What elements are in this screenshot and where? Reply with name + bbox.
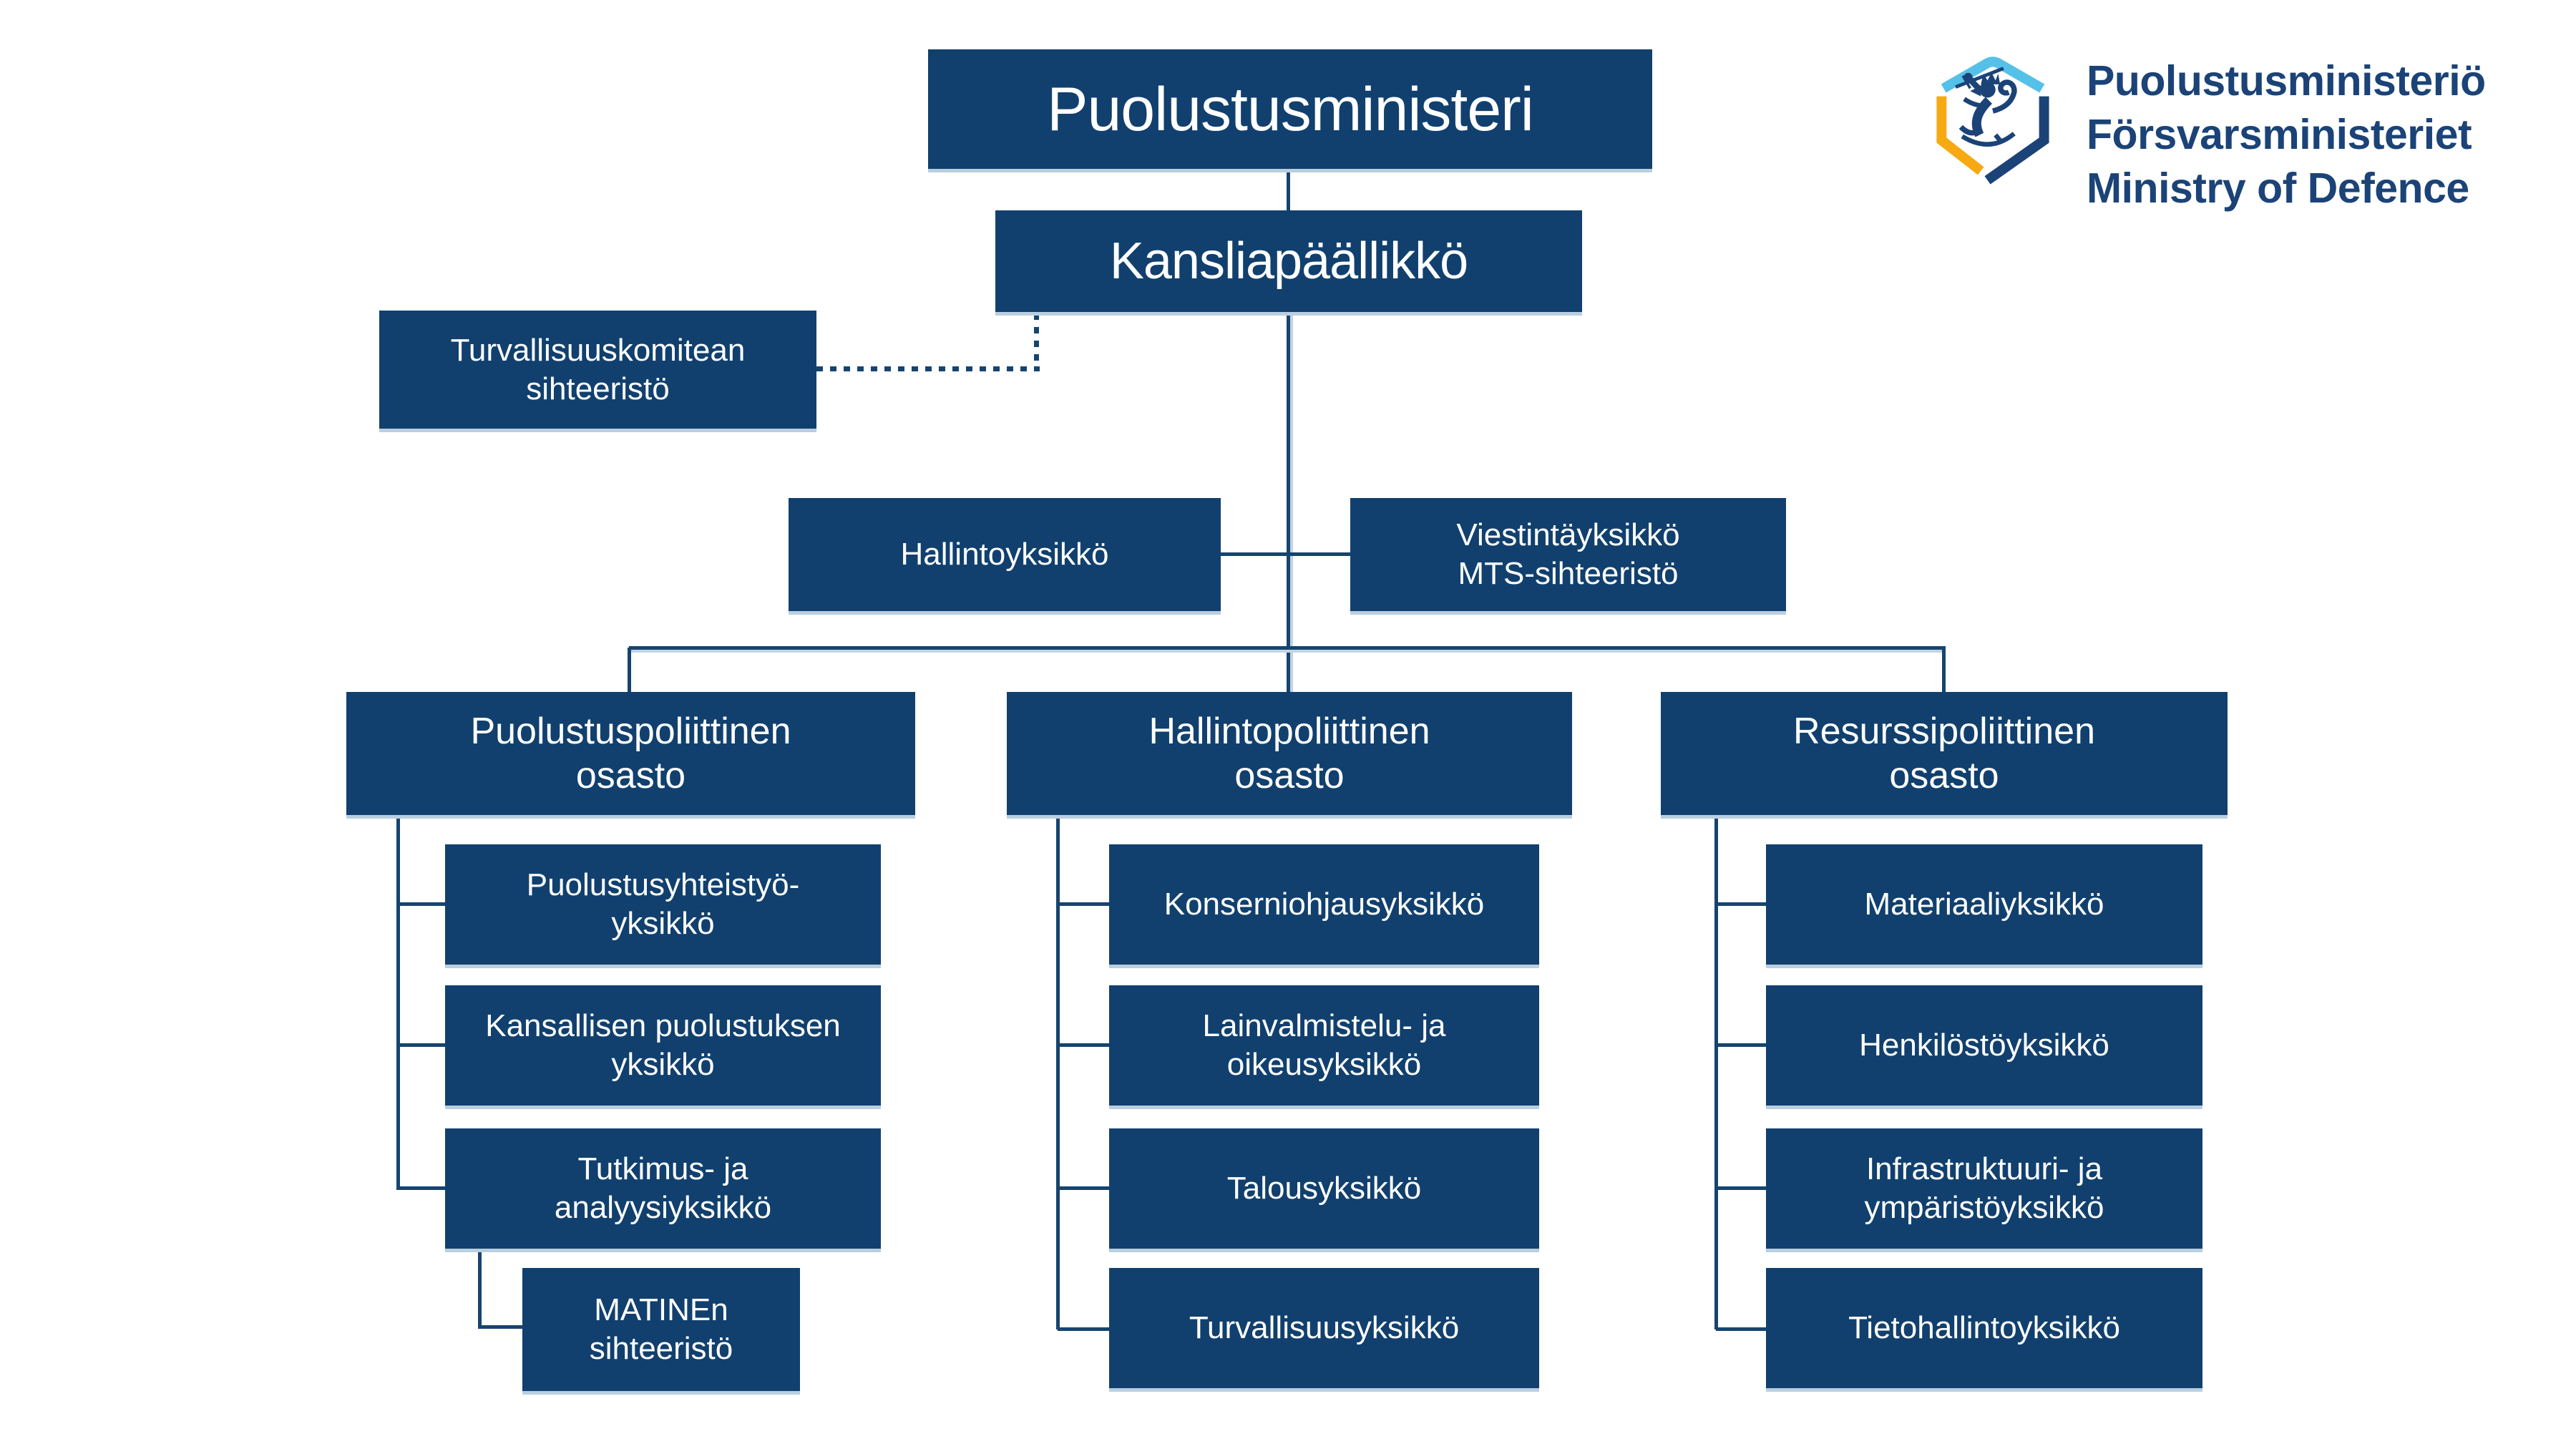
node-comms-unit: Viestintäyksikkö MTS-sihteeristö: [1350, 498, 1786, 611]
node-unit-infrastructure-environment: Infrastruktuuri- ja ympäristöyksikkö: [1766, 1128, 2202, 1249]
node-label-line: yksikkö: [611, 906, 715, 941]
node-label-line: sihteeristö: [526, 371, 670, 406]
node-label-line: Hallintopoliittinen: [1148, 711, 1430, 752]
connector-dotted-horizontal: [816, 366, 1040, 371]
connector-matine-stub: [478, 1325, 522, 1329]
node-security-committee: Turvallisuuskomitean sihteeristö: [379, 311, 816, 429]
node-label-line: analyysiyksikkö: [554, 1190, 772, 1225]
node-defence-policy-department: Puolustuspoliittinen osasto: [346, 692, 915, 815]
node-unit-research-analysis: Tutkimus- ja analyysiyksikkö: [445, 1128, 881, 1249]
node-label-line: Tutkimus- ja: [577, 1151, 748, 1186]
node-label-line: yksikkö: [611, 1047, 715, 1082]
node-label-line: Viestintäyksikkö: [1456, 517, 1680, 552]
node-resource-policy-department: Resurssipoliittinen osasto: [1661, 692, 2228, 815]
finnish-lion-shield-icon: [1936, 57, 2049, 185]
lion-figure: [1955, 67, 2017, 147]
connector-middle-stub-3: [1058, 1186, 1109, 1190]
connector-middle-stub-2: [1058, 1043, 1109, 1047]
node-label-line: Infrastruktuuri- ja: [1865, 1151, 2103, 1186]
node-unit-information-management: Tietohallintoyksikkö: [1766, 1268, 2202, 1388]
shield-outline: [1936, 57, 2049, 185]
node-unit-defence-cooperation: Puolustusyhteistyö- yksikkö: [445, 844, 881, 965]
node-label-line: osasto: [1889, 755, 1999, 796]
node-unit-national-defence: Kansallisen puolustuksen yksikkö: [445, 985, 881, 1106]
node-unit-corporate-steering: Konserniohjausyksikkö: [1109, 844, 1539, 965]
node-admin-unit-label: Hallintoyksikkö: [900, 537, 1109, 572]
connector-dotted-vertical: [1034, 313, 1039, 369]
node-label-line: oikeusyksikkö: [1226, 1047, 1422, 1082]
node-unit-finance: Talousyksikkö: [1109, 1128, 1539, 1249]
ministry-name-sv: Försvarsministeriet: [2087, 111, 2472, 158]
connector-right-stub-2: [1716, 1043, 1766, 1047]
connector-secretary-trunk: [1287, 312, 1290, 693]
ministry-name-en: Ministry of Defence: [2087, 165, 2469, 212]
node-label-line: MATINEn: [594, 1292, 728, 1327]
node-label-line: Tietohallintoyksikkö: [1848, 1310, 2120, 1345]
node-admin-unit: Hallintoyksikkö: [789, 498, 1221, 611]
node-label-line: MTS-sihteeristö: [1458, 556, 1679, 591]
node-label-line: Kansallisen puolustuksen: [485, 1008, 841, 1043]
node-minister: Puolustusministeri: [928, 49, 1652, 169]
node-label-line: Turvallisuusyksikkö: [1189, 1310, 1460, 1345]
connector-units-row: [1221, 552, 1350, 556]
node-admin-policy-department: Hallintopoliittinen osasto: [1007, 692, 1572, 815]
node-label-line: Puolustusyhteistyö-: [526, 867, 800, 902]
connector-drop-right-department: [1942, 648, 1946, 693]
connector-right-stub-3: [1716, 1186, 1766, 1190]
node-label-line: Henkilöstöyksikkö: [1859, 1028, 2109, 1063]
node-label-line: sihteeristö: [589, 1331, 733, 1366]
node-unit-legislative-legal: Lainvalmistelu- ja oikeusyksikkö: [1109, 985, 1539, 1106]
node-label-line: Puolustuspoliittinen: [470, 711, 791, 752]
node-label-line: osasto: [575, 755, 686, 796]
connector-middle-stub-1: [1058, 902, 1109, 906]
connector-left-stub-1: [398, 902, 445, 906]
connector-middle-column-trunk: [1056, 815, 1060, 1330]
connector-middle-stub-4: [1058, 1327, 1109, 1331]
ministry-logo: Puolustusministeriö Försvarsministeriet …: [1926, 52, 2486, 215]
ministry-name-fi: Puolustusministeriö: [2087, 57, 2486, 104]
node-label-line: Konserniohjausyksikkö: [1163, 887, 1485, 922]
connector-matine-vertical: [478, 1249, 482, 1329]
connector-left-stub-3: [398, 1186, 445, 1190]
connector-drop-left-department: [628, 648, 631, 693]
node-label-line: Materiaaliyksikkö: [1864, 887, 2104, 922]
connector-right-column-trunk: [1714, 815, 1718, 1330]
node-label-line: Turvallisuuskomitean: [450, 332, 746, 368]
node-unit-security: Turvallisuusyksikkö: [1109, 1268, 1539, 1388]
connector-right-stub-4: [1716, 1327, 1766, 1331]
connector-left-stub-2: [398, 1043, 445, 1047]
connector-left-column-trunk: [396, 815, 400, 1190]
node-label-line: Talousyksikkö: [1226, 1171, 1422, 1206]
node-label-line: Lainvalmistelu- ja: [1202, 1008, 1446, 1043]
connector-departments-crossbar: [629, 646, 1946, 650]
node-minister-label: Puolustusministeri: [1047, 74, 1534, 144]
node-label-line: ympäristöyksikkö: [1864, 1190, 2104, 1225]
node-unit-materiel: Materiaaliyksikkö: [1766, 844, 2202, 965]
node-label-line: Resurssipoliittinen: [1793, 711, 2095, 752]
node-permanent-secretary: Kansliapäällikkö: [995, 210, 1582, 312]
node-unit-personnel: Henkilöstöyksikkö: [1766, 985, 2202, 1106]
node-label-line: osasto: [1234, 755, 1345, 796]
connector-right-stub-1: [1716, 902, 1766, 906]
connector-minister-secretary: [1287, 169, 1290, 212]
node-unit-matine-secretariat: MATINEn sihteeristö: [522, 1268, 800, 1391]
ministry-logo-text: Puolustusministeriö Försvarsministeriet …: [2087, 54, 2486, 215]
node-permanent-secretary-label: Kansliapäällikkö: [1109, 233, 1468, 290]
